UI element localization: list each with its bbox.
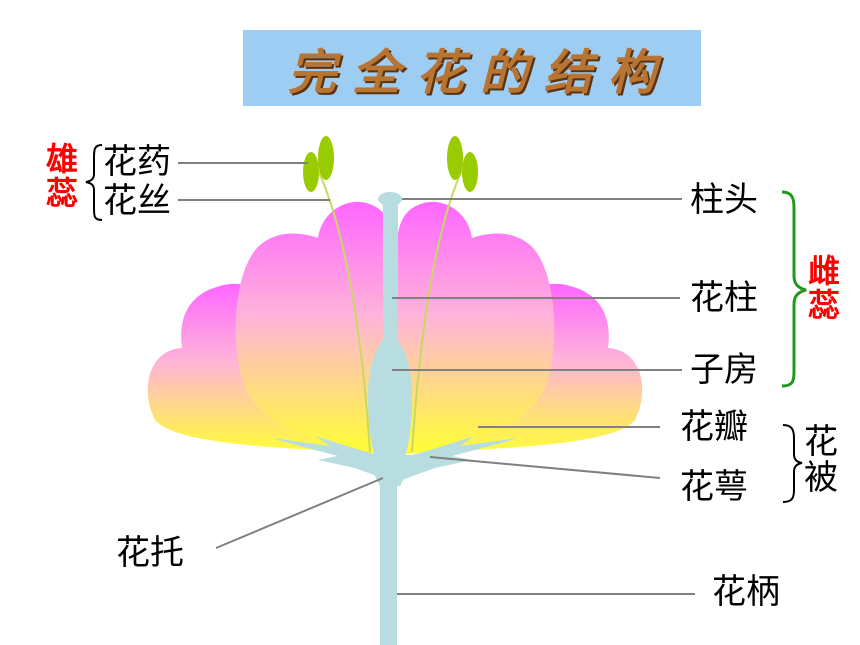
perianth-group-char-1: 花 [804,422,838,462]
perianth-brace [782,424,803,503]
label-stigma: 柱头 [690,180,758,220]
stalk [380,480,397,645]
title-box: 完全花的结构 [243,30,701,106]
stamen-group-char-1: 雄 [46,140,79,178]
stamen-group-label: 雄 蕊 [46,140,79,212]
style [383,200,398,350]
label-ovary: 子房 [690,350,758,390]
ovary [368,330,412,468]
anther-left-a [303,152,319,192]
anther-right-a [447,136,463,180]
label-receptacle: 花托 [116,533,184,573]
label-sepal: 花萼 [680,467,748,507]
pistil-group-char-1: 雌 [808,252,841,290]
pistil-group-char-2: 蕊 [808,285,841,324]
stigma [378,192,402,206]
pistil-brace [781,190,807,388]
label-petal: 花瓣 [680,407,748,447]
perianth-group-label: 花 被 [804,422,838,498]
label-filament: 花丝 [103,181,171,221]
label-anther: 花药 [103,142,171,182]
leader-sepal [429,456,661,479]
label-style: 花柱 [690,278,758,318]
diagram-title: 完全花的结构 [287,45,672,101]
petal-inner-left [235,201,395,455]
filament-left [317,169,371,453]
anther-right-b [462,152,478,192]
leader-receptacle [215,477,384,549]
perianth-group-char-2: 被 [804,457,838,498]
label-pedicel: 花柄 [712,572,780,612]
stamen-group-char-2: 蕊 [46,173,79,212]
filament-right [411,169,463,453]
pistil-group-label: 雌 蕊 [808,252,841,324]
anther-left-b [318,136,334,180]
stamen-brace [85,144,103,221]
